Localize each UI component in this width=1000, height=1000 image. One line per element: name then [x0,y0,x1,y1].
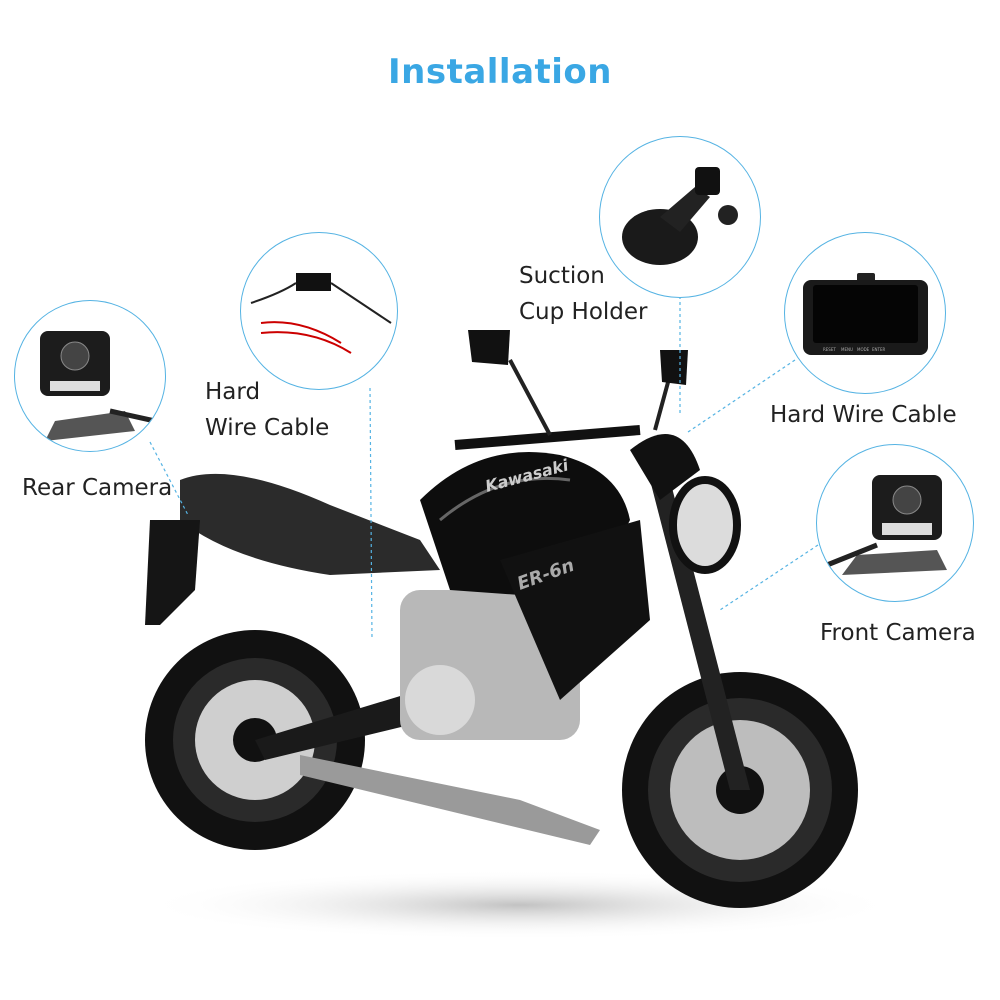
front-fork [650,480,750,790]
label-line: Cup Holder [519,299,648,325]
suction-cup-label: Suction Cup Holder [519,258,648,330]
hard-wire-label-right: Hard Wire Cable [770,402,957,428]
rear-camera-icon [40,331,156,441]
front-camera-icon [826,475,947,575]
monitor-button-mode: MODE [857,347,870,352]
dash-cam-monitor-circle: RESET MENU MODE ENTER [784,232,946,394]
hard-wire-cable-circle [240,232,398,390]
label-line: Hard [205,379,261,405]
suction-cup-circle [599,136,761,298]
headlight [669,476,741,574]
monitor-button-menu: MENU [841,347,853,352]
hard-wire-cable-icon [250,273,392,354]
rear-camera-circle [14,300,166,452]
right-mirror [660,350,688,385]
suction-cup-holder-icon [622,167,738,265]
tail [145,520,200,625]
front-camera-connector [719,544,819,611]
hard-wire-label-left: Hard Wire Cable [205,374,329,446]
side-fairing [500,520,650,700]
label-line: Suction [519,263,605,289]
rear-camera-connector [149,441,189,516]
windscreen [630,434,700,500]
left-mirror [468,330,510,365]
exhaust [300,755,600,845]
seat [180,473,440,575]
front-camera-circle [816,444,974,602]
handlebar [454,425,641,450]
swingarm [255,690,430,760]
hard-wire-connector-left [369,387,373,641]
monitor-button-enter: ENTER [872,347,885,352]
monitor-button-reset: RESET [823,347,836,352]
front-camera-label: Front Camera [820,620,976,646]
label-line: Wire Cable [205,415,330,441]
page-title: Installation [387,52,612,92]
dash-cam-monitor-icon: RESET MENU MODE ENTER [803,273,928,355]
rear-camera-label: Rear Camera [22,475,173,501]
